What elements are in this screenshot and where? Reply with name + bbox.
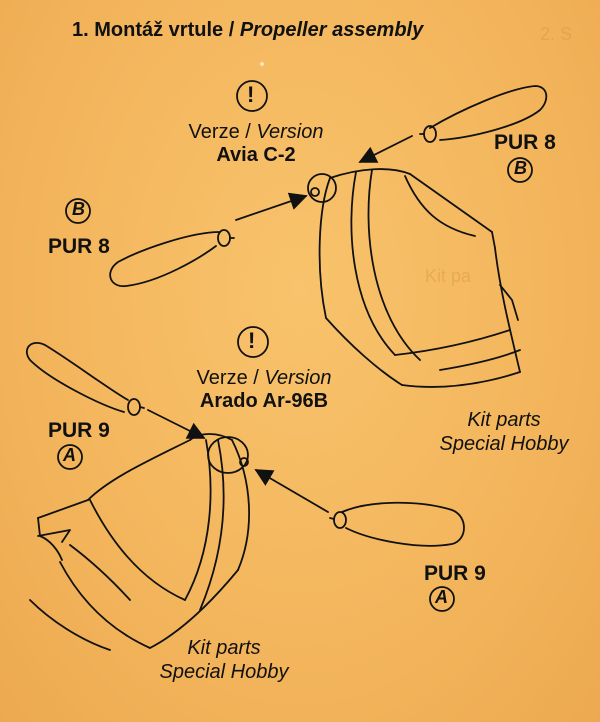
version-cz: Verze / [196, 367, 259, 389]
version-en: Version [264, 367, 332, 389]
badge-circle [429, 586, 455, 612]
aircraft-avia: Avia C-2 [216, 144, 296, 166]
propeller-pur8-left [109, 229, 235, 287]
kit-parts-line2: Special Hobby [159, 661, 289, 683]
aircraft-name-top: Avia C-2 [216, 145, 295, 165]
part-code-pur8-right: PUR 8 [494, 131, 556, 154]
aircraft-name-bottom: Arado Ar-96B [200, 391, 328, 411]
kit-parts-top: Kit parts Special Hobby [440, 408, 569, 456]
propeller-pur8-right [419, 85, 548, 143]
cowling-avia [307, 168, 521, 388]
badge-circle [507, 157, 533, 183]
badge-a-left: A [63, 445, 76, 465]
cowling-arado [29, 433, 250, 651]
kit-parts-line1: Kit parts [467, 409, 541, 431]
version-label-bottom: Verze / Version [197, 368, 332, 388]
warning-glyph-top: ! [247, 82, 255, 107]
kit-parts-line2: Special Hobby [439, 433, 569, 455]
badge-b-right: B [514, 158, 527, 178]
ghost-text: Kit pa [425, 266, 472, 286]
version-en: Version [256, 121, 324, 143]
title-english: Propeller assembly [239, 19, 424, 41]
badge-a-right: A [435, 587, 448, 607]
aircraft-arado: Arado Ar-96B [199, 390, 329, 412]
assembly-arrows [147, 135, 413, 513]
part-code-pur9-left: PUR 9 [48, 419, 110, 442]
version-cz: Verze / [188, 121, 251, 143]
badge-circle [57, 444, 83, 470]
badge-b-left: B [72, 199, 85, 219]
warning-glyph-bottom: ! [248, 328, 256, 353]
warning-icon-top [236, 80, 268, 112]
badge-circle [65, 198, 91, 224]
version-label-top: Verze / Version [189, 122, 324, 142]
kit-parts-bottom: Kit parts Special Hobby [160, 636, 289, 684]
propeller-pur9-right [329, 501, 465, 547]
ghost-text: 2. S [540, 24, 573, 44]
propeller-pur9-left [25, 342, 145, 416]
page-title: 1. Montáž vrtule / Propeller assembly [72, 20, 423, 40]
warning-icon-bottom [237, 326, 269, 358]
part-code-pur9-right: PUR 9 [424, 562, 486, 585]
part-code-pur8-left: PUR 8 [48, 235, 110, 258]
kit-parts-line1: Kit parts [187, 637, 261, 659]
title-czech: 1. Montáž vrtule / [72, 19, 235, 41]
